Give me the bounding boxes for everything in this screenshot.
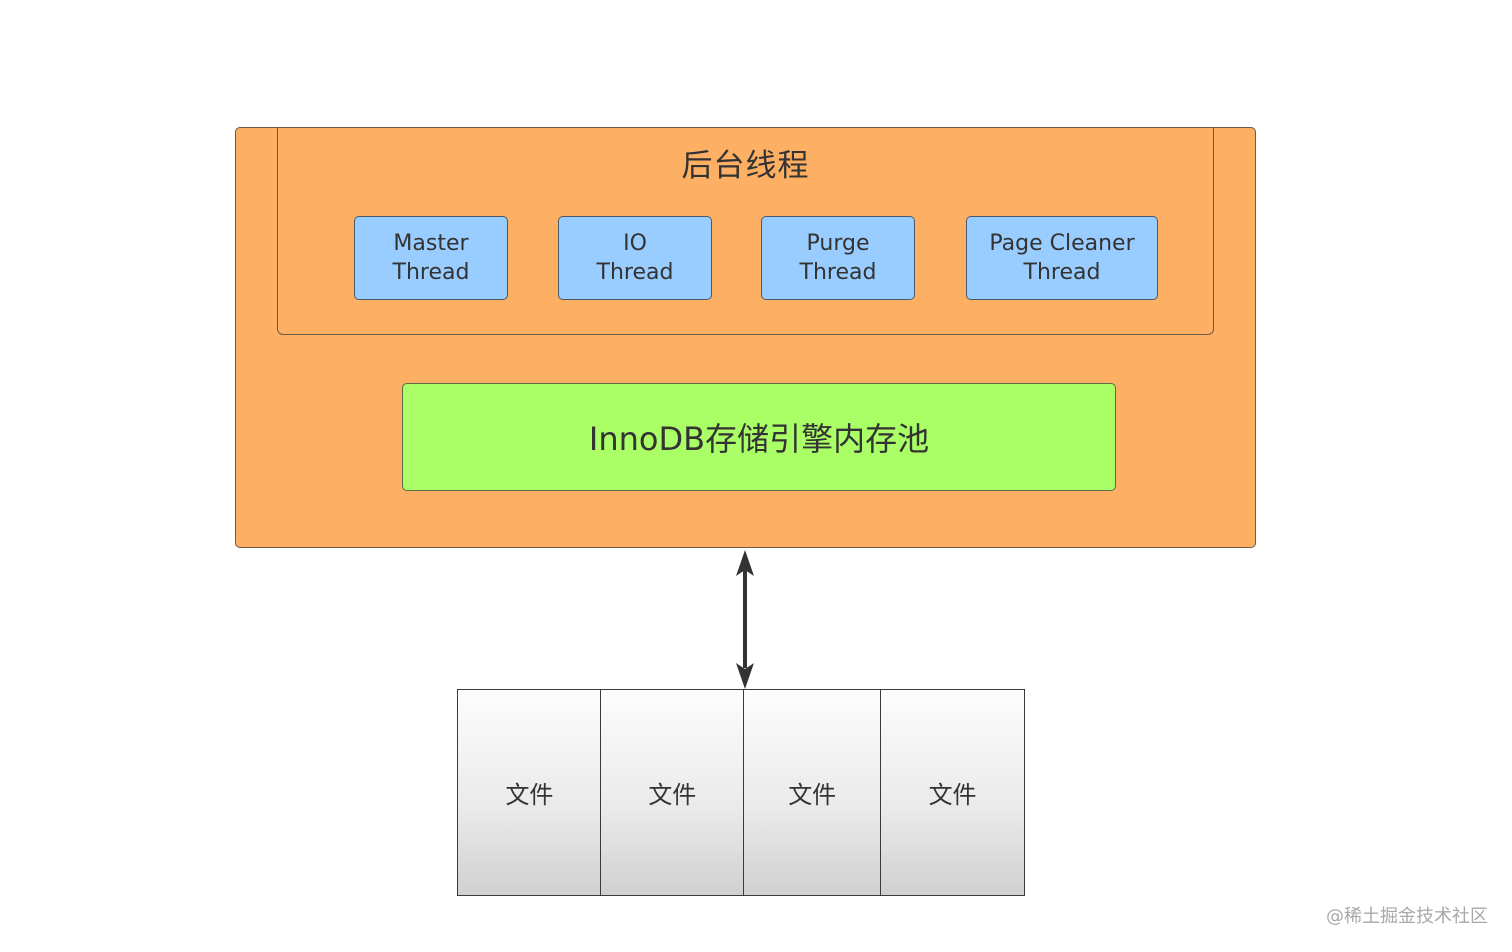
background-threads-group — [277, 127, 1214, 335]
io-thread-box: IO Thread — [558, 216, 712, 300]
purge-thread-box: Purge Thread — [761, 216, 915, 300]
arrow-head-down — [736, 663, 754, 689]
bidirectional-arrow — [736, 550, 754, 689]
page-cleaner-thread-box: Page Cleaner Thread — [966, 216, 1158, 300]
file-cell-3: 文件 — [742, 689, 882, 896]
files-row: 文件 文件 文件 文件 — [457, 689, 1025, 896]
file-cell-4: 文件 — [880, 689, 1025, 896]
file-cell-1: 文件 — [457, 689, 602, 896]
watermark: @稀土掘金技术社区 — [1326, 906, 1488, 927]
file-cell-2: 文件 — [600, 689, 745, 896]
memory-pool-box: InnoDB存储引擎内存池 — [402, 383, 1116, 491]
master-thread-box: Master Thread — [354, 216, 508, 300]
background-threads-title: 后台线程 — [681, 148, 810, 184]
arrow-head-up — [736, 550, 754, 576]
